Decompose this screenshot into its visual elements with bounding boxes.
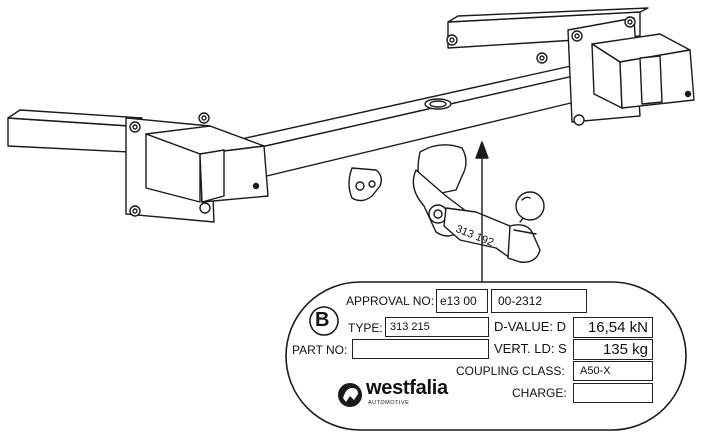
charge-field <box>573 383 653 403</box>
main-cross-beam <box>227 63 601 181</box>
vert-ld-value: 135 kg <box>573 339 653 360</box>
coupling-class-label: COUPLING CLASS: <box>456 364 565 378</box>
socket-bracket <box>348 167 383 202</box>
part-number-field <box>352 339 489 359</box>
part-number-label: PART NO: <box>292 343 348 357</box>
brand-name: westfalia <box>366 377 448 399</box>
arrow-up-icon <box>475 141 489 159</box>
westfalia-horse-logo-icon <box>338 383 362 407</box>
pointer-arrow <box>475 141 489 289</box>
approval-value-1: e13 00 <box>436 289 488 313</box>
coupling-assembly <box>412 144 545 263</box>
left-bracket-block <box>145 125 269 203</box>
right-bracket-block <box>591 33 695 109</box>
d-value: 16,54 kN <box>573 317 653 338</box>
brand-subtitle: AUTOMOTIVE <box>368 400 410 406</box>
type-label: TYPE: <box>348 321 383 335</box>
badge-letter: B <box>315 309 330 331</box>
left-side-tube <box>7 109 143 153</box>
approval-value-2: 00-2312 <box>491 289 587 313</box>
charge-label: CHARGE: <box>512 386 567 400</box>
approval-label: APPROVAL NO: <box>346 294 435 308</box>
vert-ld-label: VERT. LD: S <box>494 341 567 356</box>
type-value: 313 215 <box>385 317 489 337</box>
b-badge-icon <box>309 306 339 336</box>
coupling-class-value: A50-X <box>573 361 653 381</box>
d-value-label: D-VALUE: D <box>494 319 566 334</box>
